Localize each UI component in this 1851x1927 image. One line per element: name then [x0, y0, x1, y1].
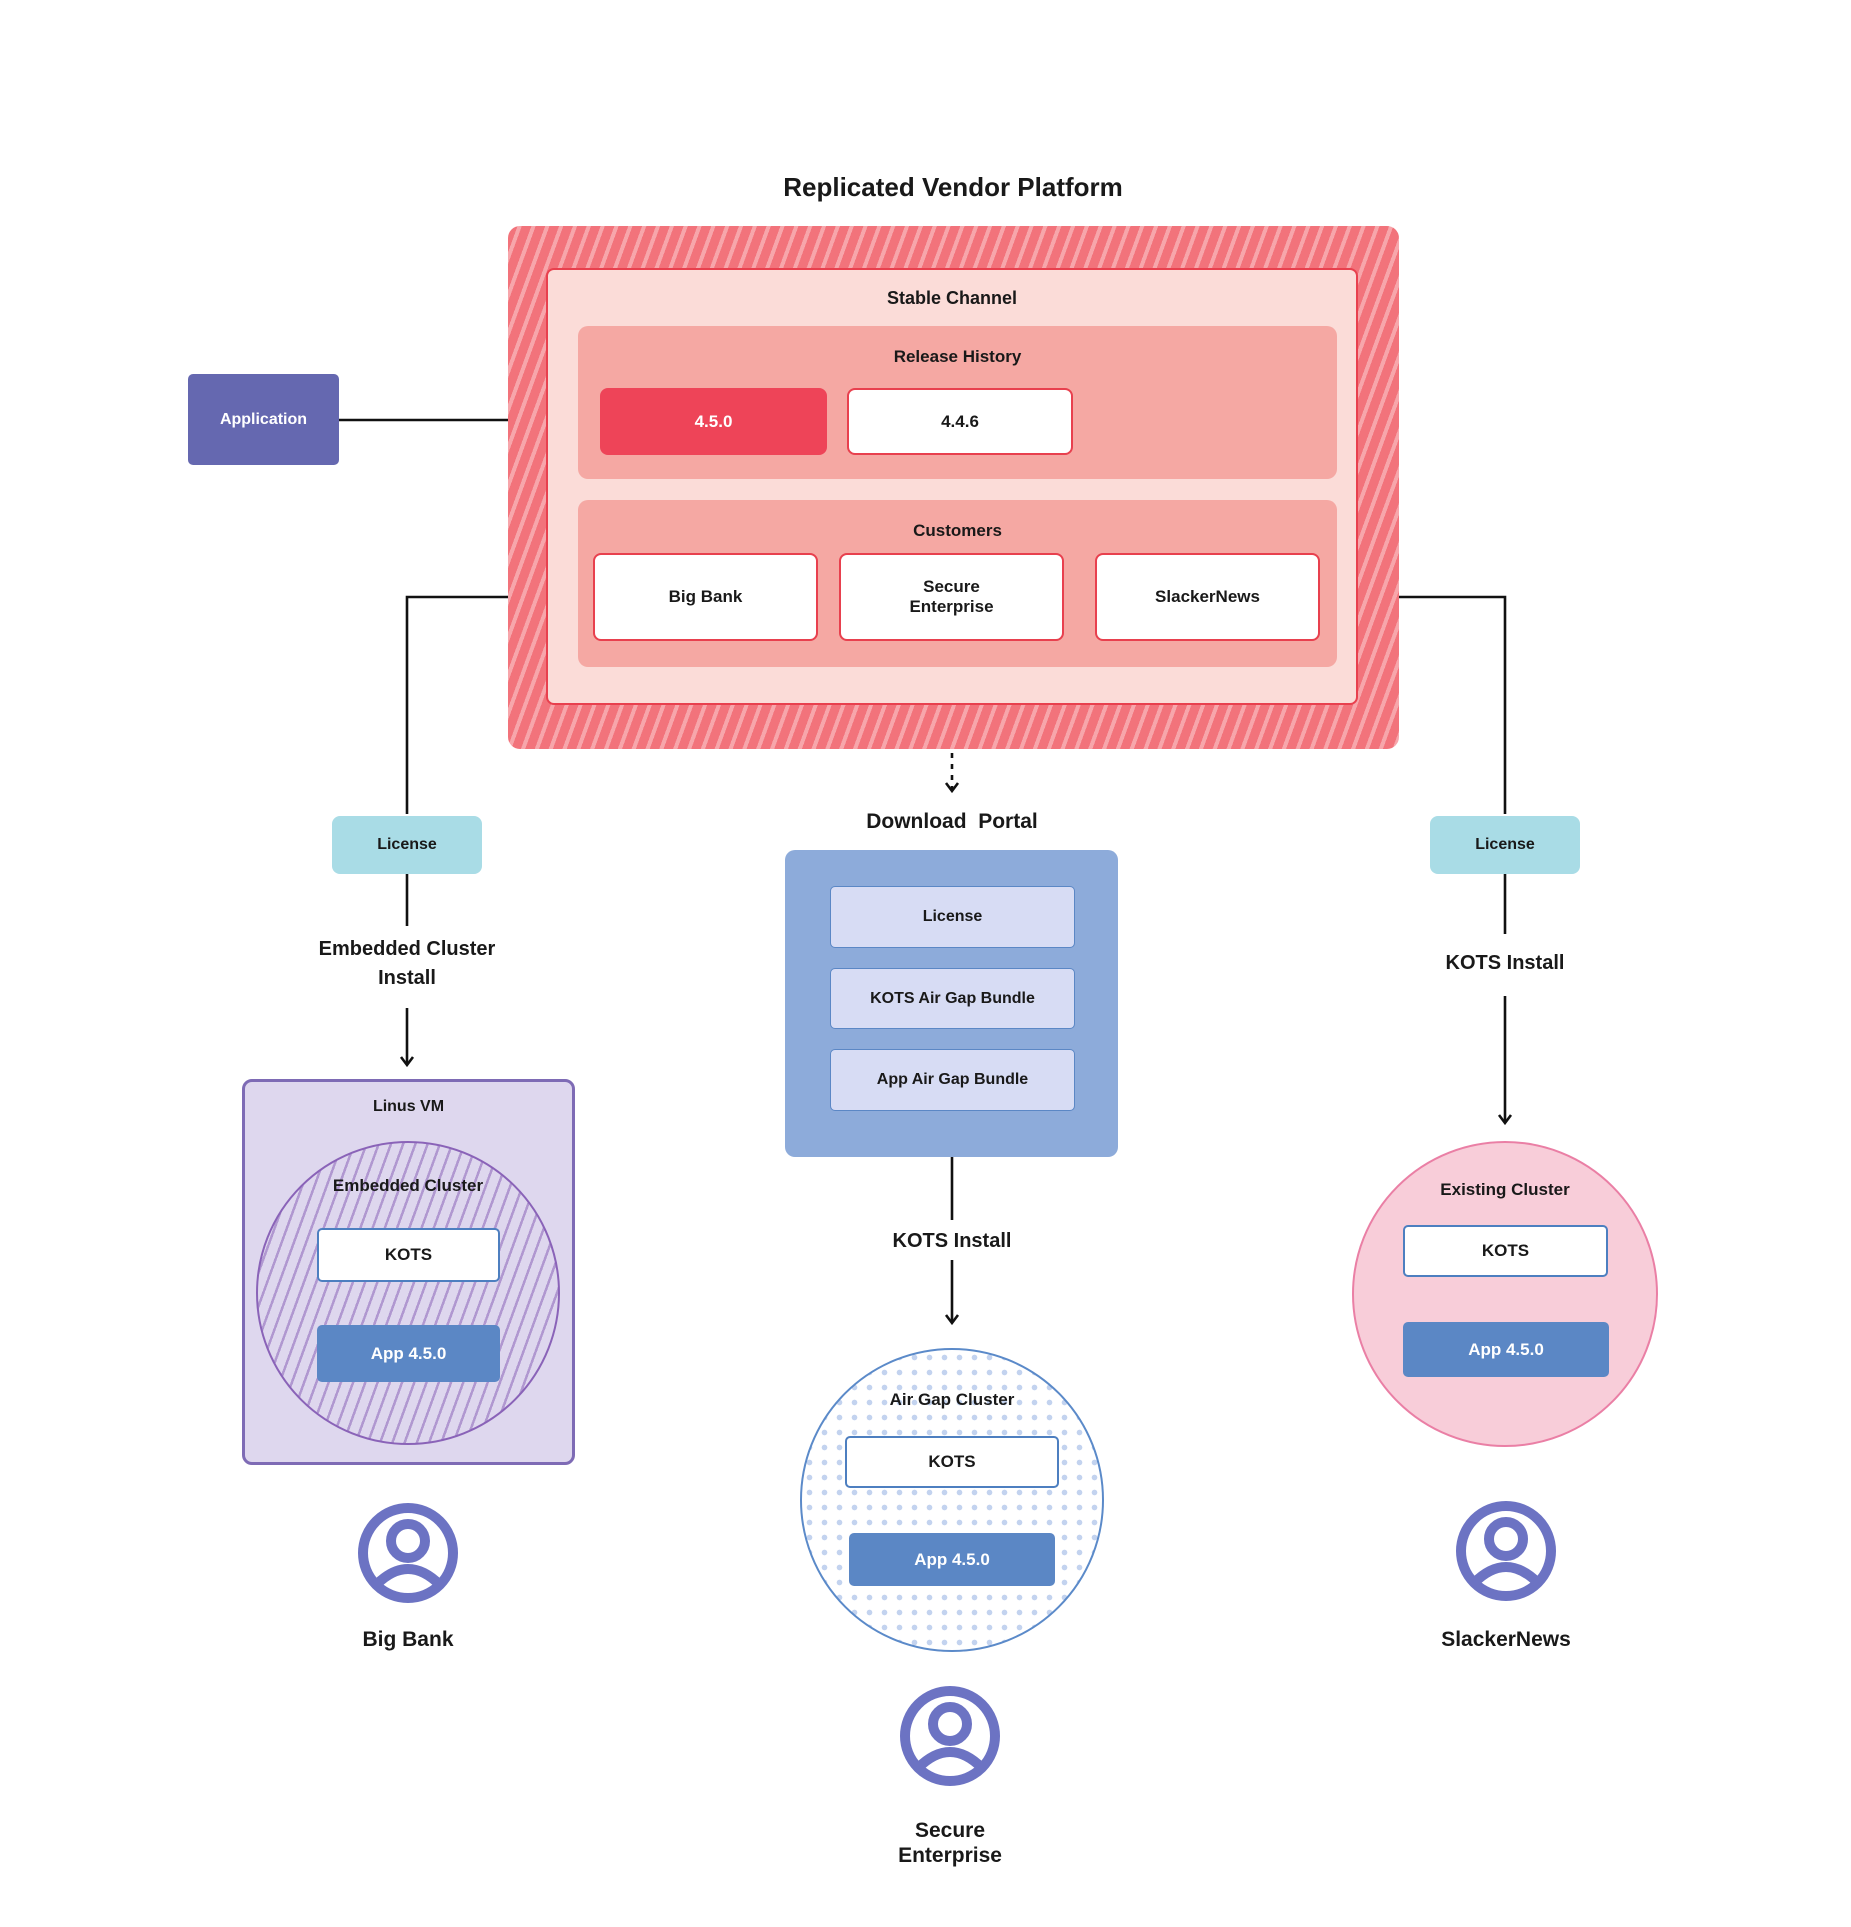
portal-app-airgap-bundle-item: App Air Gap Bundle [830, 1049, 1075, 1111]
person-icon [352, 1497, 464, 1609]
page-title: Replicated Vendor Platform [783, 172, 1123, 202]
customer-slackernews: SlackerNews [1095, 553, 1320, 641]
kots-node-left: KOTS [317, 1228, 500, 1282]
existing-cluster-circle [1352, 1141, 1658, 1447]
customer-name-mid: Secure Enterprise [898, 1819, 1002, 1867]
download-portal-title: Download Portal [866, 810, 1038, 833]
air-gap-cluster-circle [800, 1348, 1104, 1652]
existing-cluster-label: Existing Cluster [1440, 1180, 1570, 1199]
kots-install-label-mid: KOTS Install [892, 1230, 1012, 1252]
kots-node-right: KOTS [1403, 1225, 1608, 1277]
customer-name-left: Big Bank [362, 1628, 454, 1651]
embedded-cluster-circle [256, 1141, 560, 1445]
person-icon [1450, 1495, 1562, 1607]
kots-node-mid: KOTS [845, 1436, 1059, 1488]
customer-secure-enterprise: Secure Enterprise [839, 553, 1064, 641]
customer-name-right: SlackerNews [1441, 1628, 1571, 1651]
release-history-label: Release History [893, 347, 1022, 366]
customer-big-bank: Big Bank [593, 553, 818, 641]
app-node-right: App 4.5.0 [1403, 1322, 1609, 1377]
customers-label: Customers [913, 521, 1002, 540]
air-gap-cluster-label: Air Gap Cluster [889, 1390, 1015, 1409]
license-node-left: License [332, 816, 482, 874]
application-node: Application [188, 374, 339, 465]
person-icon [894, 1680, 1006, 1792]
release-4-5-0: 4.5.0 [600, 388, 827, 455]
embedded-cluster-install-label: Embedded Cluster Install [318, 938, 496, 989]
stable-channel-label: Stable Channel [886, 288, 1018, 308]
app-node-mid: App 4.5.0 [849, 1533, 1055, 1586]
embedded-cluster-label: Embedded Cluster [332, 1176, 484, 1195]
linus-vm-label: Linus VM [372, 1098, 445, 1115]
app-node-left: App 4.5.0 [317, 1325, 500, 1382]
license-node-right: License [1430, 816, 1580, 874]
kots-install-label-right: KOTS Install [1445, 952, 1565, 974]
portal-kots-airgap-bundle-item: KOTS Air Gap Bundle [830, 968, 1075, 1029]
release-4-4-6: 4.4.6 [847, 388, 1073, 455]
portal-license-item: License [830, 886, 1075, 948]
